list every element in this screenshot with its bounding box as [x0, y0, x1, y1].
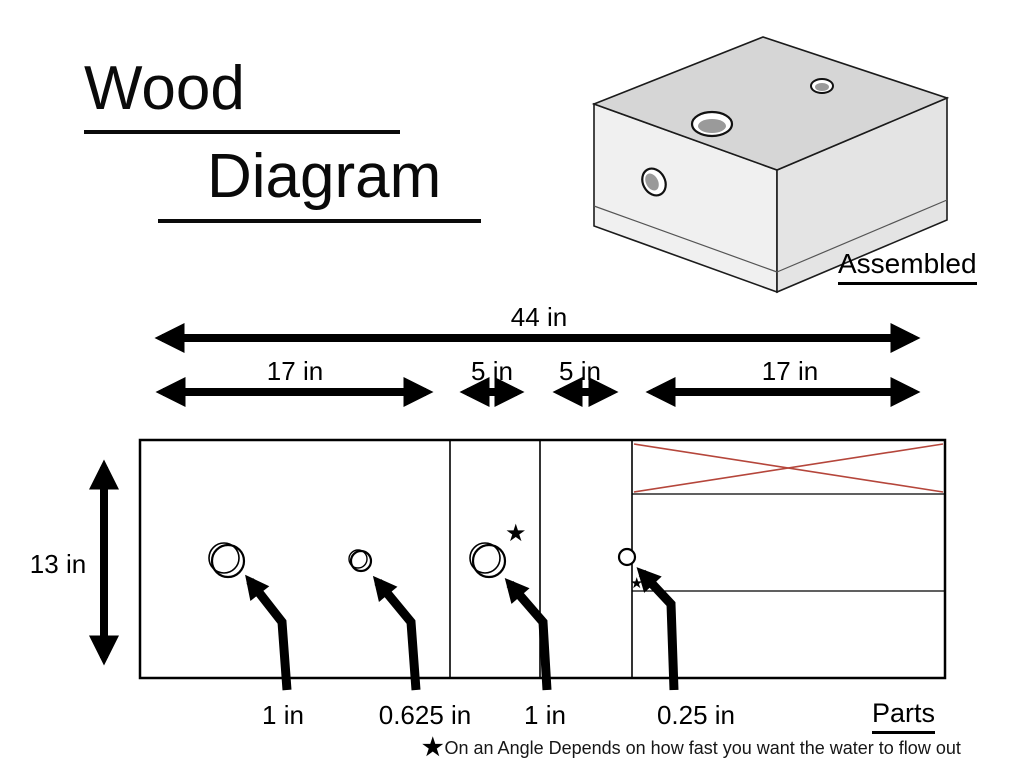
callout-arrow-hole-1	[245, 574, 292, 691]
title-underline-1	[84, 130, 400, 134]
dim-label-17in-left: 17 in	[266, 356, 324, 386]
title-line-1: Wood	[84, 54, 245, 123]
dim-label-5in-b: 5 in	[559, 356, 601, 386]
callout-arrow-hole-4	[636, 567, 679, 691]
assembled-caption: Assembled	[838, 248, 977, 285]
hole-label-1in-middle: 1 in	[524, 700, 566, 730]
box-top-hole-small-shade	[815, 83, 829, 91]
hole-label-0625in: 0.625 in	[378, 700, 472, 730]
angle-star-hole-4: ★	[630, 575, 644, 592]
box-side-hole-shade	[645, 173, 659, 191]
cross-out-line-2	[633, 443, 944, 493]
angle-star-hole-3: ★	[505, 520, 527, 547]
title-underline-2	[158, 219, 481, 223]
hole-label-1in-left: 1 in	[262, 700, 304, 730]
footnote: ★ On an Angle Depends on how fast you wa…	[422, 736, 961, 760]
dim-label-17in-right: 17 in	[761, 356, 819, 386]
hole-1in-left	[208, 542, 246, 579]
hole-0625in	[348, 549, 373, 573]
box-top-face	[591, 36, 950, 171]
title-line-2: Diagram	[207, 142, 442, 211]
box-top-hole-large-shade	[698, 119, 726, 133]
hole-label-025in: 0.25 in	[656, 700, 736, 730]
hole-025in	[617, 547, 637, 567]
dim-label-44in: 44 in	[510, 302, 568, 332]
footnote-star-icon: ★	[422, 734, 444, 761]
board-holes	[208, 542, 637, 579]
assembled-box-drawing	[591, 36, 950, 294]
box-lid-seam-right	[776, 199, 948, 273]
dim-label-5in-a: 5 in	[471, 356, 513, 386]
footnote-text: On an Angle Depends on how fast you want…	[444, 737, 961, 758]
dimension-arrows	[89, 323, 921, 666]
box-lid-seam-left	[593, 205, 778, 273]
dim-label-13in: 13 in	[29, 549, 87, 579]
callout-arrow-hole-2	[372, 575, 421, 691]
hole-callout-arrows	[245, 567, 679, 691]
parts-caption: Parts	[872, 698, 936, 734]
hole-1in-middle	[469, 542, 507, 579]
callout-arrow-hole-3	[504, 577, 552, 691]
